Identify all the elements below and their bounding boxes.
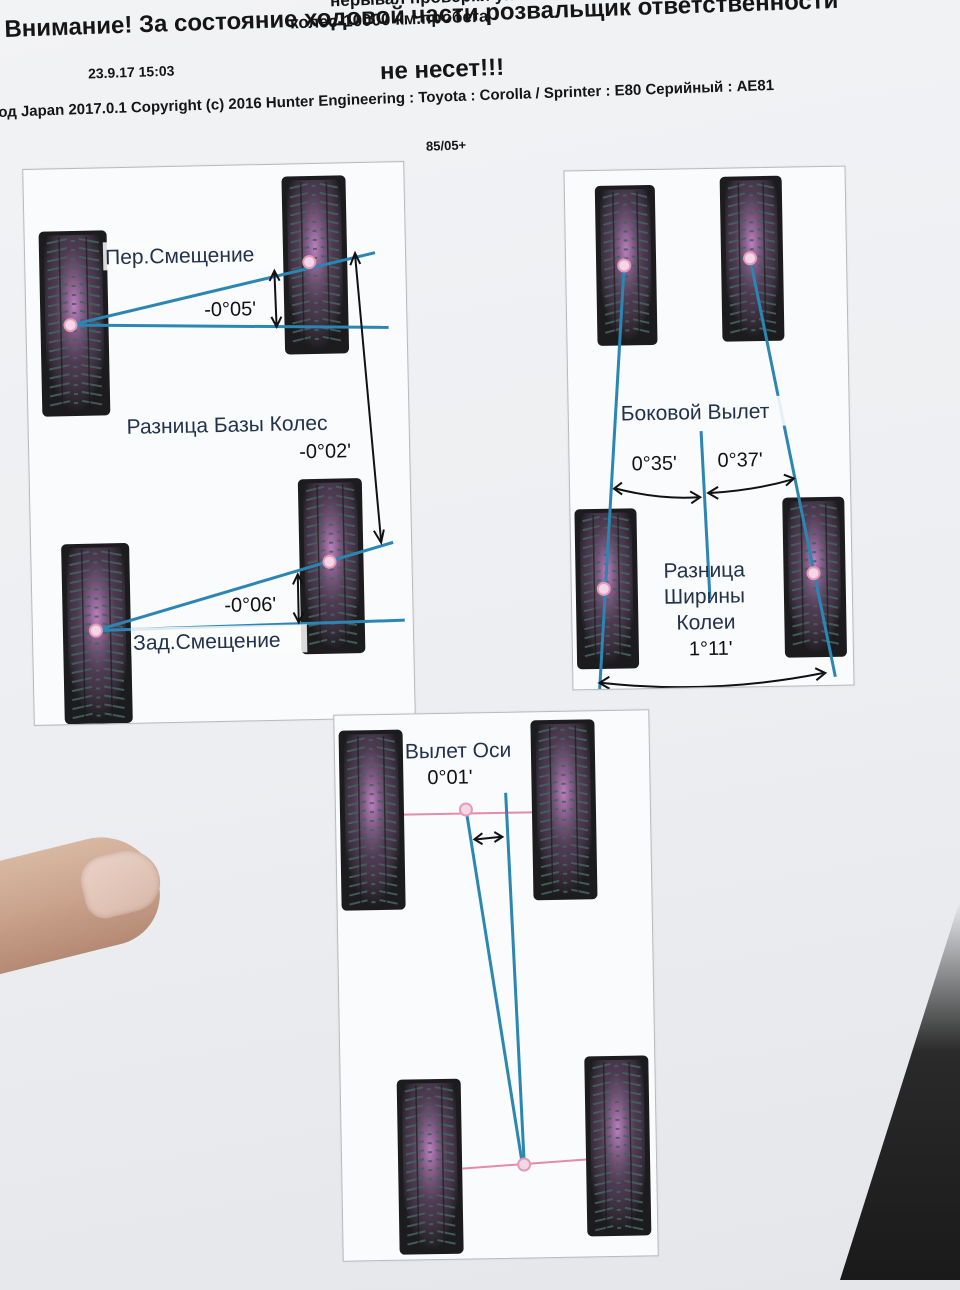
tire-rear-left-icon <box>397 1079 464 1255</box>
print-date: 23.9.17 15:03 <box>88 62 175 81</box>
thrust-diagram-panel: Вылет Оси 0°01' <box>333 709 658 1261</box>
offset-diagram-panel: Пер.Смещение -0°05' Разница Базы Колес -… <box>22 161 416 726</box>
wheelbase-diff-value: -0°02' <box>299 440 351 463</box>
centerline <box>506 793 524 1161</box>
setback-diagram-panel: Боковой Вылет 0°35' 0°37' Разница Ширины… <box>563 166 854 691</box>
front-offset-value: -0°05' <box>204 298 256 321</box>
rear-offset-arrow <box>298 576 299 620</box>
track-diff-label-1: Разница <box>663 558 745 582</box>
copyright-line-2: 85/05+ <box>426 137 467 153</box>
track-diff-label-2: Ширины <box>664 584 745 608</box>
tire-front-left-icon <box>339 730 406 911</box>
rear-offset-label: Зад.Смещение <box>133 629 281 655</box>
front-offset-arrow <box>274 273 276 325</box>
thrust-label: Вылет Оси <box>405 739 512 764</box>
track-width-arrow <box>601 673 823 689</box>
track-diff-value: 1°11' <box>689 638 733 661</box>
setback-left-arrow <box>616 487 698 499</box>
track-diff-label-3: Колеи <box>676 611 736 635</box>
warning-line-2: не несет!!! <box>380 54 505 86</box>
thrust-angle-arrow <box>476 837 500 839</box>
tire-rear-right-icon <box>584 1055 651 1236</box>
wheelbase-diff-label: Разница Базы Колес <box>126 412 327 439</box>
thrust-value: 0°01' <box>427 766 473 789</box>
setback-right-value: 0°37' <box>717 449 763 472</box>
tire-front-right-icon <box>530 719 597 900</box>
setback-label: Боковой Вылет <box>621 400 770 426</box>
setback-left-value: 0°35' <box>631 453 677 476</box>
front-offset-label: Пер.Смещение <box>105 243 255 269</box>
setback-right-arrow <box>710 480 792 493</box>
rear-offset-value: -0°06' <box>224 594 276 617</box>
thrust-line <box>466 808 522 1164</box>
